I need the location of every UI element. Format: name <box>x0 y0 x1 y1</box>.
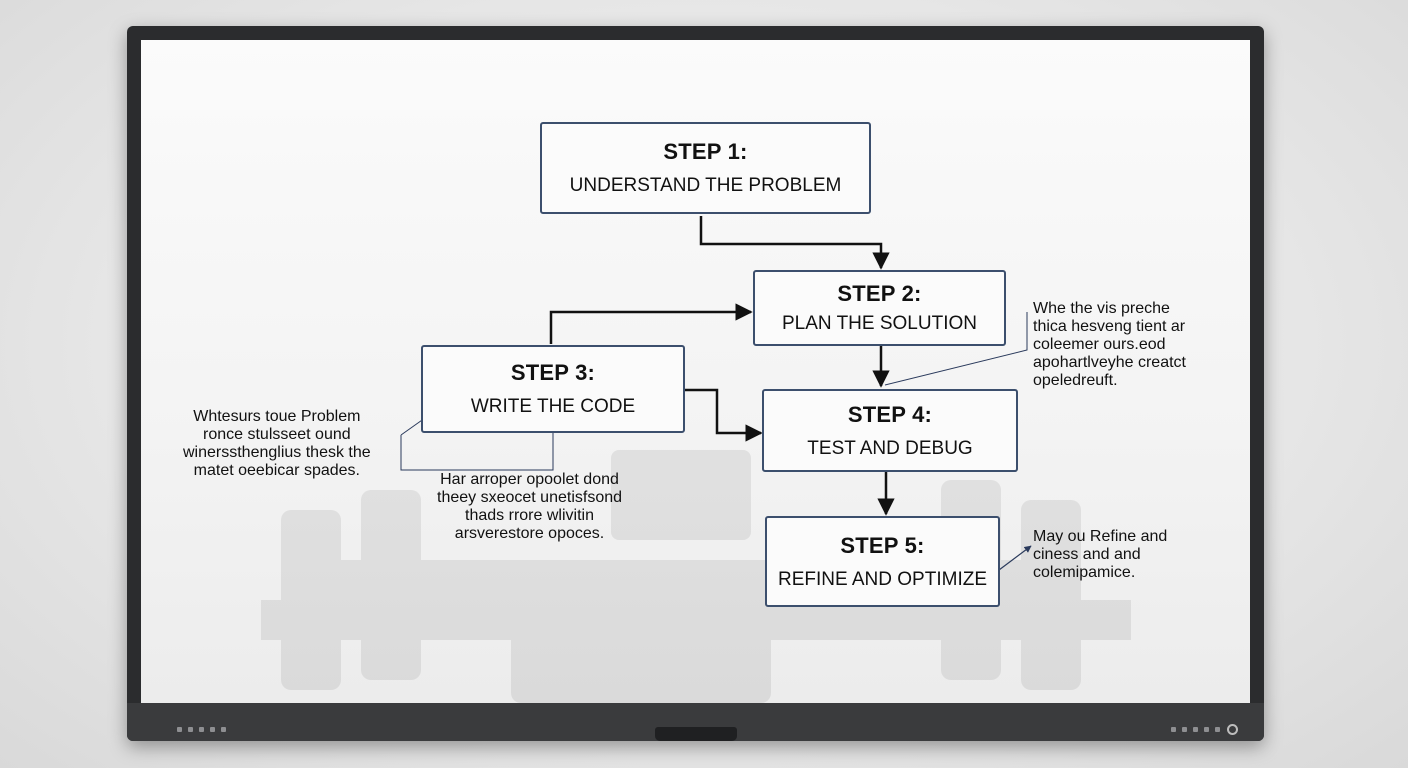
indicator-dot <box>210 727 215 732</box>
step-3-number: STEP 3: <box>510 360 596 385</box>
step-4-label: TEST AND DEBUG <box>807 437 973 459</box>
step-1-box: STEP 1: UNDERSTAND THE PROBLEM <box>540 122 871 214</box>
note-left-bracket <box>400 432 554 471</box>
step-1-number: STEP 1: <box>663 139 748 164</box>
note-right-bottom: May ou Refine and ciness and and colemip… <box>1033 528 1167 582</box>
control-button[interactable] <box>1182 727 1187 732</box>
note-middle-line: theey sxeocet unetisfsond <box>437 489 623 506</box>
step-1-label: UNDERSTAND THE PROBLEM <box>569 175 842 196</box>
note-right-pointer <box>884 312 1028 386</box>
note-right-bottom-pointer <box>998 545 1032 571</box>
arrow-step3-to-step4 <box>684 388 763 442</box>
display-screen: STEP 1: UNDERSTAND THE PROBLEM STEP 2: P… <box>141 40 1250 703</box>
note-left-line: ronce stulsseet ound <box>203 426 351 443</box>
note-left: Whtesurs toue Problem ronce stulsseet ou… <box>183 408 371 480</box>
control-button[interactable] <box>1193 727 1198 732</box>
note-middle: Har arroper opoolet dond theey sxeocet u… <box>437 471 622 543</box>
note-right-bottom-line: colemipamice. <box>1033 564 1136 581</box>
note-right-top-line: apohartlveyhe creatct <box>1033 354 1186 371</box>
step-5-box: STEP 5: REFINE AND OPTIMIZE <box>765 516 1000 607</box>
note-middle-line: Har arroper opoolet dond <box>440 471 619 488</box>
note-left-line: matet oeebicar spades. <box>193 462 360 479</box>
indicator-dot <box>188 727 193 732</box>
arrow-step1-to-step2 <box>699 216 890 270</box>
note-right-bottom-line: May ou Refine and <box>1033 528 1168 545</box>
display-monitor: STEP 1: UNDERSTAND THE PROBLEM STEP 2: P… <box>127 26 1264 741</box>
note-middle-line: arsverestore opoces. <box>454 525 605 542</box>
control-button[interactable] <box>1171 727 1176 732</box>
step-3-label: WRITE THE CODE <box>470 396 636 417</box>
note-right-top: Whe the vis preche thica hesveng tient a… <box>1033 300 1186 390</box>
indicator-dot <box>177 727 182 732</box>
monitor-bottom-bezel <box>127 703 1264 741</box>
note-right-bottom-line: ciness and and <box>1033 546 1141 563</box>
step-4-box: STEP 4: TEST AND DEBUG <box>762 389 1018 472</box>
note-right-top-line: coleemer ours.eod <box>1033 336 1166 353</box>
indicator-dot <box>199 727 204 732</box>
left-indicator-dots <box>177 727 226 732</box>
note-right-top-line: opeledreuft. <box>1033 372 1118 389</box>
note-right-top-line: thica hesveng tient ar <box>1033 318 1186 335</box>
step-2-box: STEP 2: PLAN THE SOLUTION <box>753 270 1006 346</box>
power-button-icon[interactable] <box>1227 724 1238 735</box>
arrow-step3-to-step2 <box>549 303 753 344</box>
indicator-dot <box>221 727 226 732</box>
step-4-number: STEP 4: <box>847 401 933 427</box>
step-5-label: REFINE AND OPTIMIZE <box>777 568 988 590</box>
step-3-box: STEP 3: WRITE THE CODE <box>421 345 685 433</box>
control-button[interactable] <box>1215 727 1220 732</box>
step-2-number: STEP 2: <box>837 281 922 306</box>
camera-notch <box>655 727 737 741</box>
note-right-top-line: Whe the vis preche <box>1033 300 1170 317</box>
step-5-number: STEP 5: <box>840 532 925 558</box>
control-button[interactable] <box>1204 727 1209 732</box>
note-left-line: Whtesurs toue Problem <box>193 408 361 425</box>
note-middle-line: thads rrore wlivitin <box>465 507 594 524</box>
note-left-line: winerssthenglius thesk the <box>183 444 371 461</box>
right-control-dots <box>1171 727 1220 732</box>
step-2-label: PLAN THE SOLUTION <box>782 313 977 334</box>
